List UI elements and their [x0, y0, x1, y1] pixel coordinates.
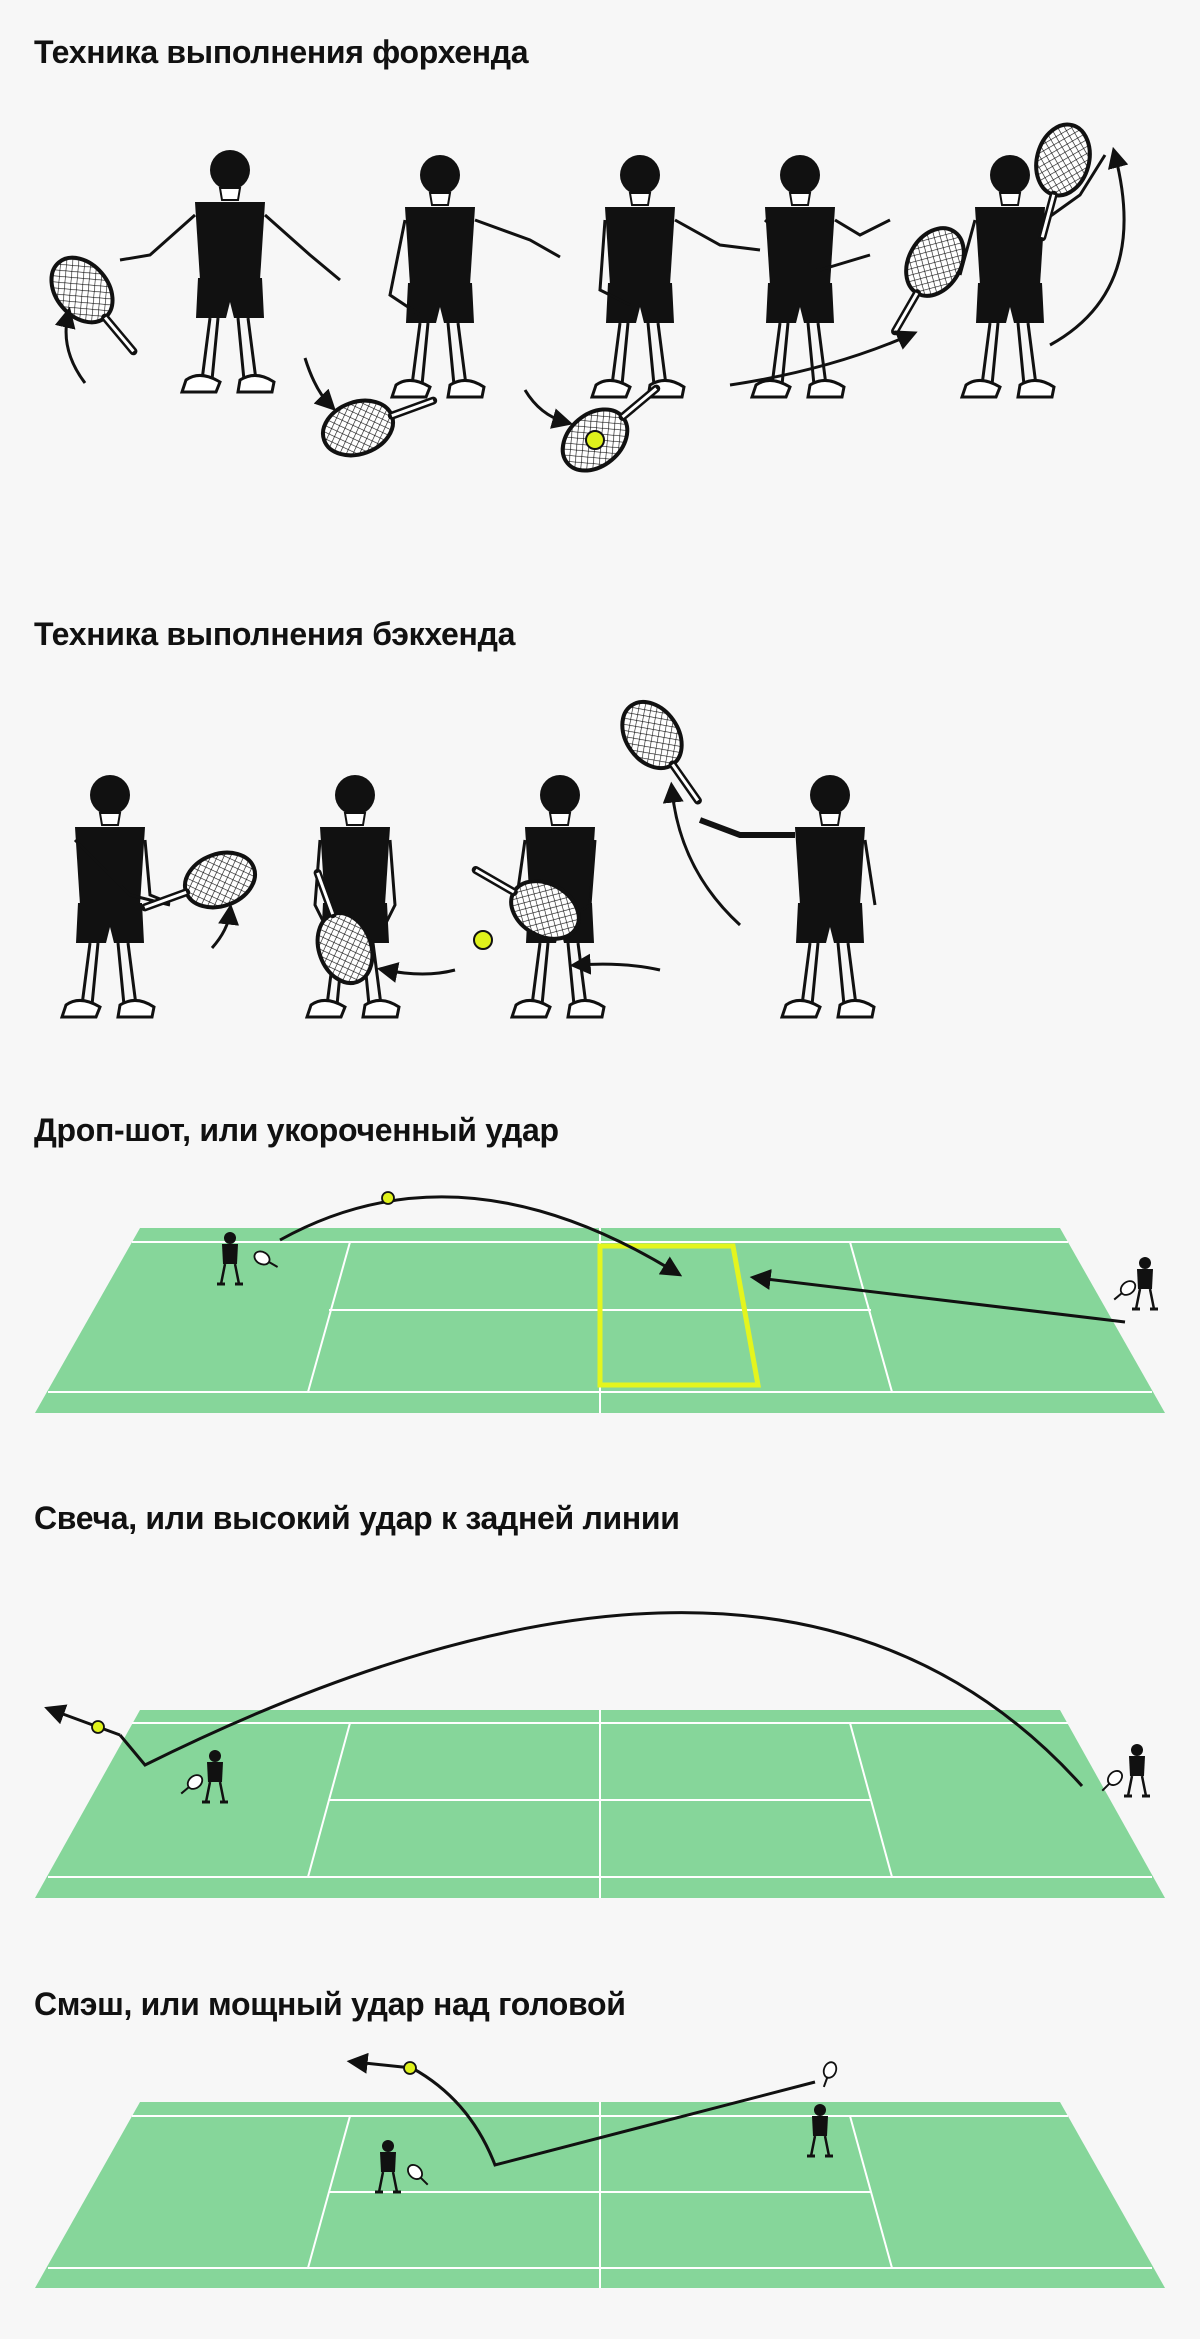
trajectory-arrow-icon	[303, 357, 336, 411]
dropshot-illustration	[0, 1170, 1200, 1430]
court-lines	[48, 2102, 1152, 2288]
trajectory-arrow-icon	[210, 903, 240, 949]
lob-title: Свеча, или высокий удар к задней линии	[34, 1500, 680, 1536]
forehand-title: Техника выполнения форхенда	[34, 34, 529, 70]
tennis-ball-icon	[403, 2061, 417, 2075]
tennis-ball-icon	[381, 1191, 395, 1205]
tennis-racket-icon	[610, 691, 719, 816]
court-lines	[48, 1710, 1152, 1898]
trajectory-arrow-icon	[729, 330, 918, 387]
player-figure-icon	[1122, 1742, 1152, 1798]
backhand-sequence	[60, 680, 877, 1019]
forehand-illustration	[0, 100, 1200, 560]
lob-illustration	[0, 1560, 1200, 1910]
tennis-ball-icon	[585, 430, 605, 450]
dropshot-title: Дроп-шот, или укороченный удар	[34, 1112, 559, 1148]
trajectory-arrow-icon	[662, 781, 742, 927]
tennis-racket-icon	[136, 843, 263, 932]
lob-trajectory	[118, 1611, 1084, 1788]
tennis-racket-icon	[817, 2059, 840, 2090]
trajectory-arrow-icon	[1049, 146, 1129, 347]
smash-illustration	[0, 2040, 1200, 2320]
backhand-step-1	[60, 773, 171, 1019]
trajectory-arrow-icon	[279, 1195, 683, 1277]
trajectory-arrow-icon	[346, 2052, 413, 2074]
smash-trajectory	[411, 2066, 816, 2167]
trajectory-arrow-icon	[44, 1704, 121, 1737]
backhand-title: Техника выполнения бэкхенда	[34, 616, 516, 652]
forehand-step-2	[388, 153, 561, 399]
tennis-racket-icon	[872, 218, 975, 344]
player-figure-icon	[960, 153, 1056, 399]
forehand-sequence	[0, 100, 1129, 560]
player-figure-icon	[60, 773, 156, 1019]
tennis-racket-icon	[1109, 1277, 1139, 1306]
backhand-step-4	[698, 773, 877, 1019]
forehand-step-5	[958, 153, 1107, 399]
tennis-ball-icon	[473, 930, 493, 950]
backhand-step-2	[305, 773, 401, 1019]
trajectory-arrow-icon	[749, 1269, 1126, 1324]
forehand-step-4	[750, 153, 891, 399]
player-figure-icon	[750, 153, 846, 399]
tennis-ball-icon	[91, 1720, 105, 1734]
player-figure-icon	[780, 773, 876, 1019]
trajectory-arrow-icon	[569, 953, 661, 975]
trajectory-arrow-icon	[54, 306, 87, 384]
dropshot-target-zone	[597, 1243, 761, 1388]
trajectory-arrow-icon	[376, 962, 456, 983]
smash-court-diagram	[35, 2052, 1165, 2288]
lob-court-diagram	[35, 1611, 1165, 1898]
smash-title: Смэш, или мощный удар над головой	[34, 1986, 626, 2022]
player-figure-icon	[1130, 1255, 1160, 1311]
trajectory-arrow-icon	[523, 389, 574, 429]
player-figure-icon	[180, 148, 276, 394]
forehand-step-1	[119, 148, 341, 394]
dropshot-court-diagram	[35, 1191, 1165, 1413]
forehand-step-3	[590, 153, 761, 399]
backhand-illustration	[0, 680, 1200, 1040]
player-figure-icon	[590, 153, 686, 399]
tennis-racket-icon	[39, 246, 153, 368]
player-figure-icon	[390, 153, 486, 399]
